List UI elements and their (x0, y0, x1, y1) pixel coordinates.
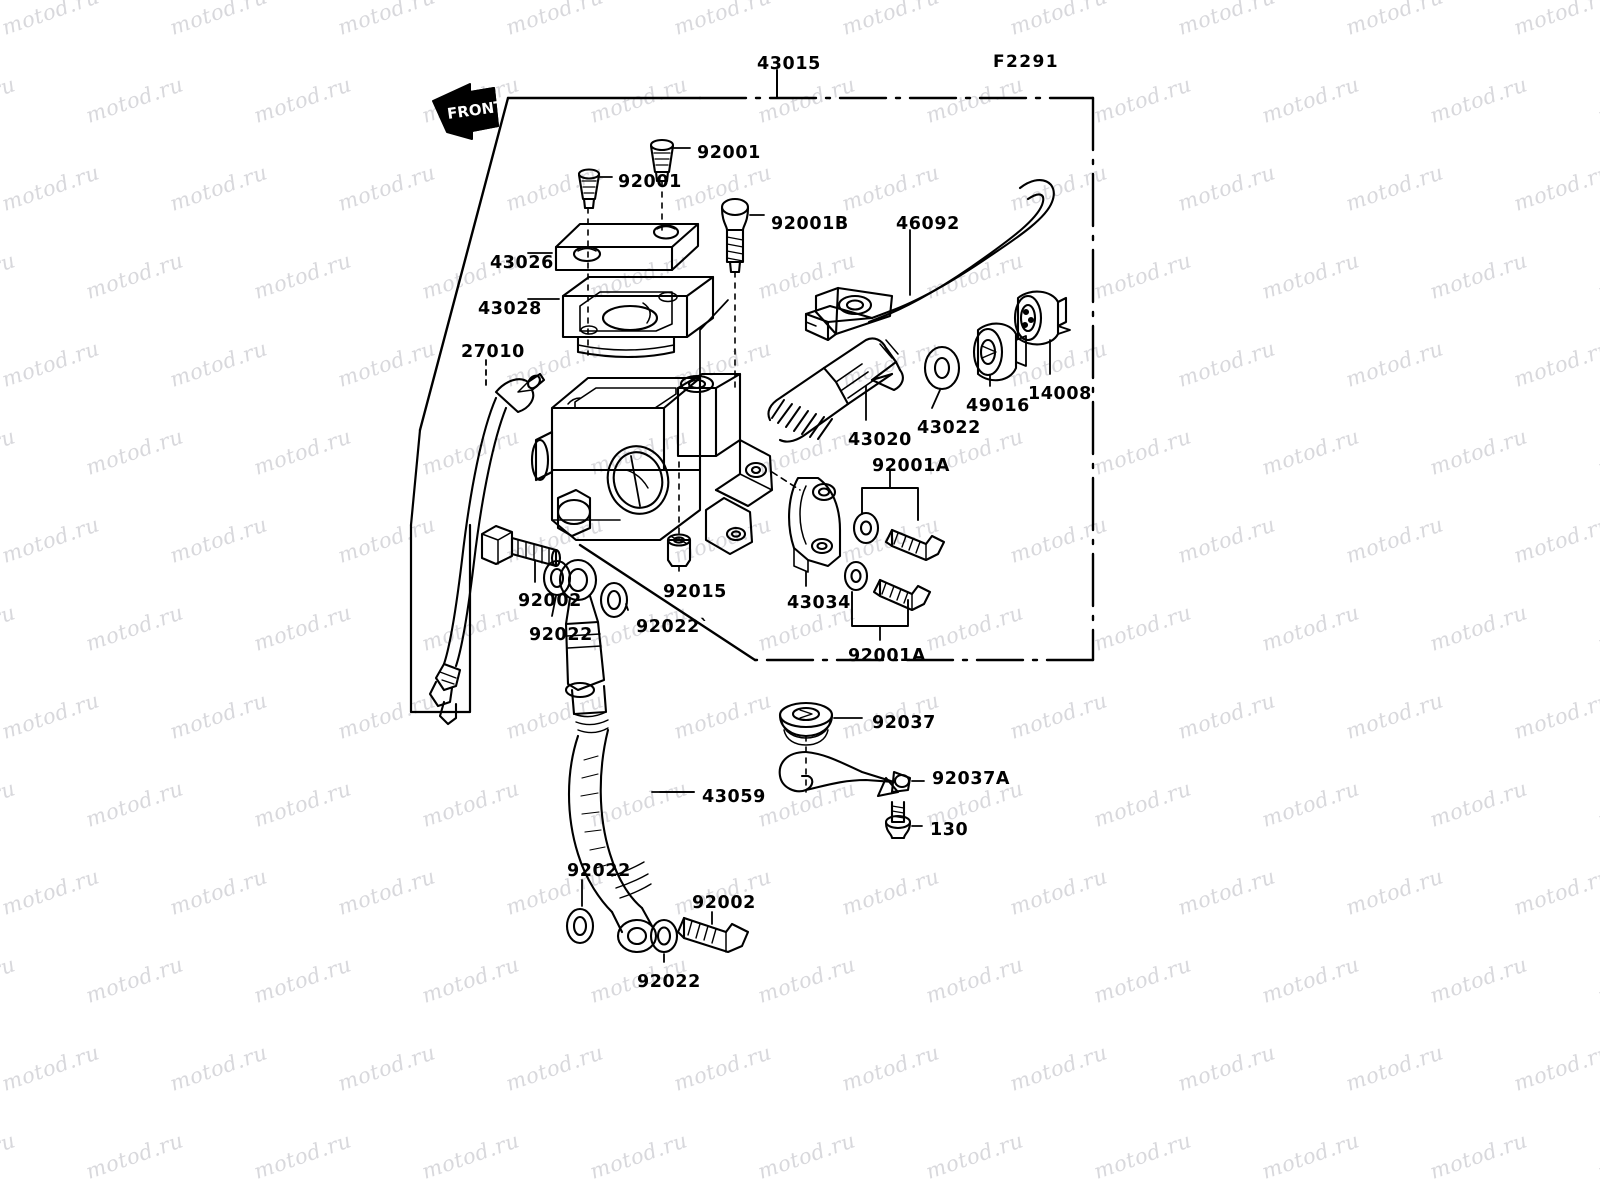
part-43026-reservoir-cap (554, 222, 700, 272)
part-label-43020: 43020 (848, 430, 912, 450)
part-43059-brake-hose (558, 558, 658, 954)
part-label-92002-upper: 92002 (518, 591, 582, 611)
part-130-screw (884, 800, 912, 840)
part-14008-cap (1013, 290, 1071, 346)
part-label-43022: 43022 (917, 418, 981, 438)
part-92022-washer-lower-right (649, 918, 679, 954)
part-label-92001A-lower: 92001A (848, 646, 927, 666)
part-92001-screw-upper (649, 138, 675, 183)
part-label-92001-lower: 92001 (618, 172, 682, 192)
part-label-43059: 43059 (702, 787, 766, 807)
part-label-27010: 27010 (461, 342, 525, 362)
part-92022-washer-upper-right (599, 581, 629, 619)
part-92001-screw-lower (577, 168, 601, 210)
part-92022-washer-lower-left (565, 907, 595, 945)
part-43020-piston-assembly (767, 337, 904, 443)
front-direction-arrow (432, 83, 499, 140)
part-label-130: 130 (930, 820, 969, 840)
part-label-92022-lower-right: 92022 (637, 972, 701, 992)
part-92002-banjo-bolt-upper (480, 524, 562, 568)
master-cylinder-body (530, 372, 774, 556)
assembly-boundary (418, 96, 1095, 662)
part-49016-dust-seal (972, 322, 1027, 382)
part-label-92002-lower: 92002 (692, 893, 756, 913)
part-27010-brake-switch (428, 372, 546, 726)
part-92001A-upper (852, 469, 946, 562)
part-label-46092: 46092 (896, 214, 960, 234)
part-label-43034: 43034 (787, 593, 851, 613)
part-43034-clamp-holder (788, 476, 842, 573)
part-label-49016: 49016 (966, 396, 1030, 416)
part-43028-diaphragm (561, 275, 715, 359)
part-label-92022-upper-left: 92022 (529, 625, 593, 645)
part-label-92001A-upper: 92001A (872, 456, 951, 476)
part-label-14008: 14008 (1028, 384, 1092, 404)
part-label-92022-upper-right: 92022` (636, 617, 710, 637)
part-label-43028: 43028 (478, 299, 542, 319)
part-43022-washer (923, 345, 961, 391)
part-label-92022-lower-left: 92022 (567, 861, 631, 881)
part-92002-banjo-bolt-lower (676, 916, 750, 954)
diagram-code-label: F2291 (993, 52, 1059, 72)
part-label-92037A: 92037A (932, 769, 1011, 789)
part-label-92015: 92015 (663, 582, 727, 602)
part-label-43026: 43026 (490, 253, 554, 273)
part-label-92001B: 92001B (771, 214, 849, 234)
part-92001B-bolt (720, 197, 750, 274)
part-label-92001-upper: 92001 (697, 143, 761, 163)
part-label-43015: 43015 (757, 54, 821, 74)
part-92037A-clamp (778, 750, 912, 798)
part-46092-brake-lever (804, 179, 1055, 342)
part-label-92037: 92037 (872, 713, 936, 733)
part-92001A-lower (843, 560, 932, 641)
